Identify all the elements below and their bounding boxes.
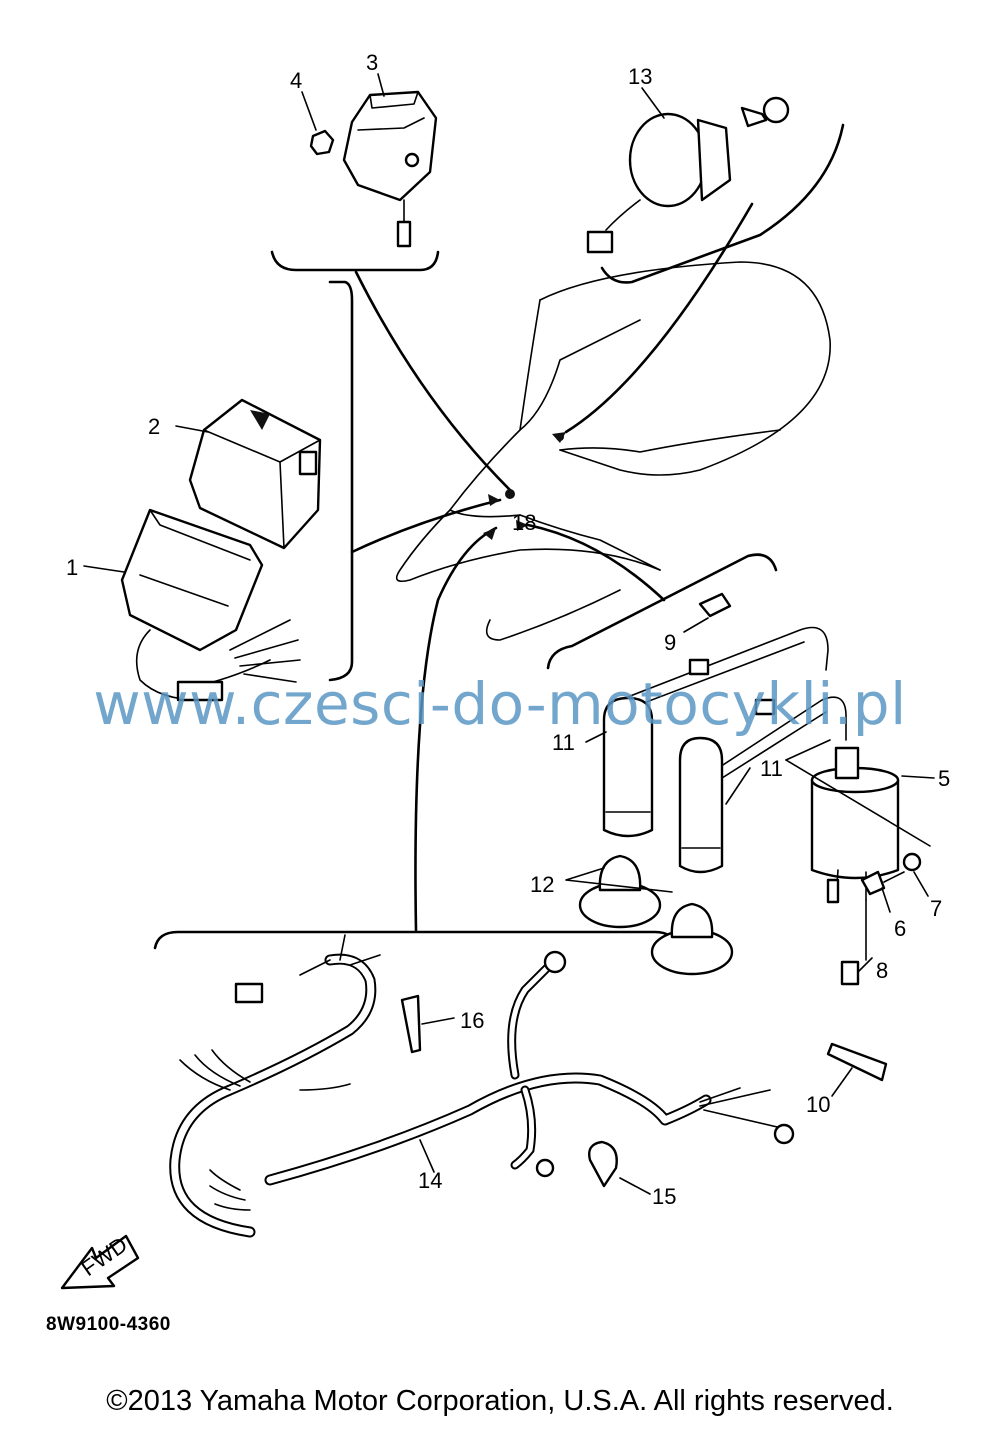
clip-icon: [698, 592, 732, 618]
group-bracket-top-left: [270, 250, 440, 272]
cable-tie-icon: [400, 994, 422, 1054]
callout-2: 2: [148, 414, 160, 439]
bolt-icon: [860, 870, 905, 896]
rubber-cap-icon: [578, 854, 734, 976]
callout-6: 6: [894, 916, 906, 941]
callout-15: 15: [652, 1184, 676, 1209]
callout-7: 7: [930, 896, 942, 921]
washer-icon: [902, 852, 922, 872]
callout-16: 16: [460, 1008, 484, 1033]
callout-13: 13: [628, 64, 652, 89]
callout-12: 12: [530, 872, 554, 897]
diagram-code: 8W9100-4360: [46, 1314, 171, 1335]
group-bracket-left: [328, 280, 354, 682]
band-icon: [826, 1042, 888, 1082]
frame-outline: [395, 261, 831, 641]
callout-8: 8: [876, 958, 888, 983]
fwd-arrow-icon: FWD: [60, 1232, 140, 1290]
callout-5: 5: [938, 766, 950, 791]
group-bracket-top-right: [600, 123, 845, 284]
callout-14: 14: [418, 1168, 442, 1193]
callout-9: 9: [664, 630, 676, 655]
connector-icon: [840, 960, 860, 986]
callout-3: 3: [366, 50, 378, 75]
igniter-unit-icon: [120, 508, 301, 702]
callout-4: 4: [290, 68, 302, 93]
callout-11b: 11: [760, 756, 783, 781]
group-bracket-bottom: [153, 930, 678, 950]
callout-18: 18: [512, 510, 536, 535]
watermark: www.czesci-do-motocykli.pl: [93, 670, 907, 738]
cdi-unit-icon: [188, 398, 322, 550]
ignition-coil-icon: [810, 746, 900, 961]
wire-harness-icon: [169, 934, 795, 1238]
copyright-notice: ©2013 Yamaha Motor Corporation, U.S.A. A…: [106, 1385, 894, 1417]
callout-10: 10: [806, 1092, 830, 1117]
callout-labels: 1 2 3 4 5 6 7 8 9 10 11 11 12 13 14 15 1…: [66, 50, 950, 1209]
pointer-lines: [350, 202, 754, 932]
callout-leaders: [83, 73, 935, 1195]
callout-11a: 11: [552, 730, 575, 755]
clamp-icon: [588, 1140, 618, 1188]
callout-1: 1: [66, 555, 78, 580]
spark-plug-cap-icon: [602, 696, 724, 874]
rectifier-regulator-icon: [342, 90, 438, 248]
nut-icon: [309, 129, 335, 156]
ignition-switch-icon: [586, 96, 790, 254]
group-bracket-right: [546, 553, 778, 670]
spark-plug-leads: [619, 626, 847, 793]
coil-bracket-lines: [785, 739, 931, 847]
